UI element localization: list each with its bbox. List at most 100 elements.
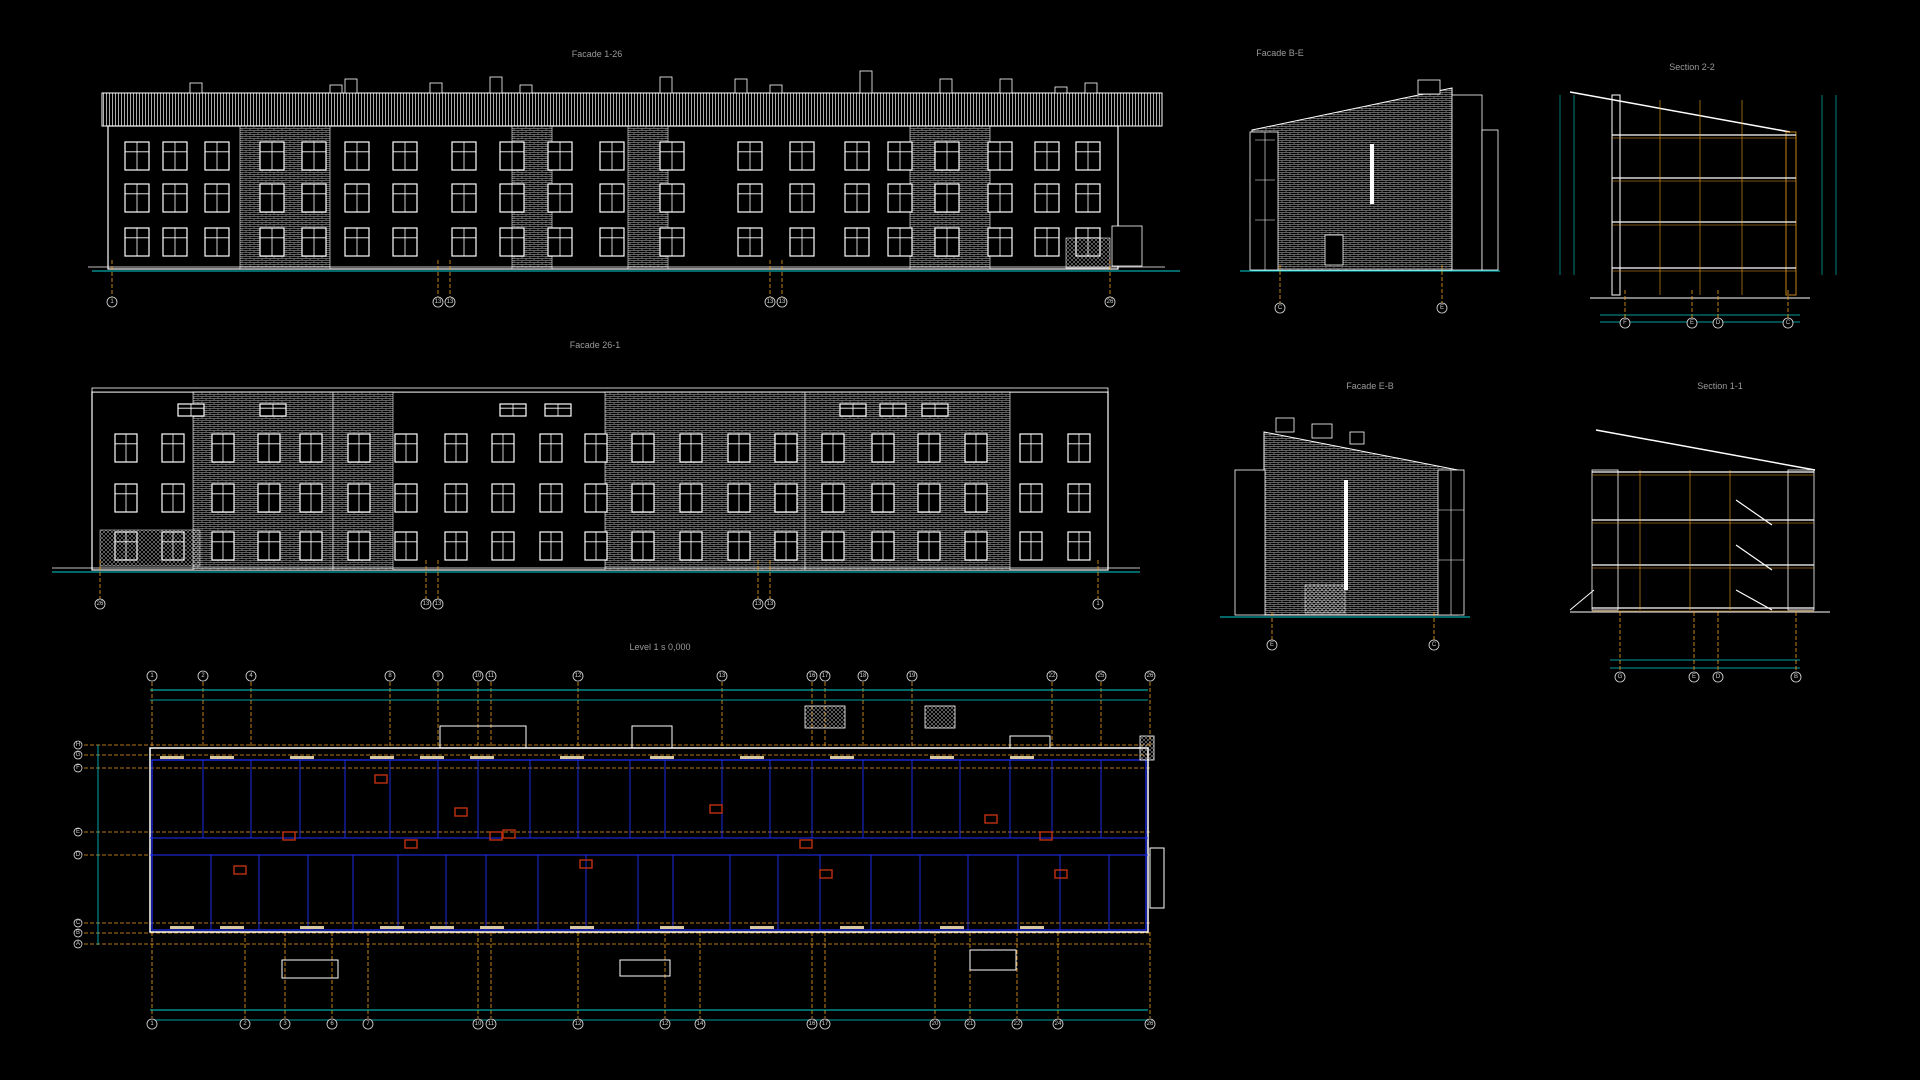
window [451,183,477,213]
window [299,483,323,513]
window [934,227,960,257]
window [584,531,608,561]
axis-label: 13 [755,601,762,607]
axis-label: 1 [150,673,154,679]
axis-marker: 22 [1011,1018,1023,1030]
axis-label: E [1692,674,1696,680]
window [451,227,477,257]
axis-marker: 13 [444,296,456,308]
plan-level-1-title: Level 1 s 0,000 [629,642,690,652]
axis-label: 26 [1147,673,1154,679]
axis-label: 13 [767,299,774,305]
axis-marker: B [73,928,83,938]
axis-label: B [1794,674,1798,680]
window [161,483,185,513]
window [584,433,608,463]
window [114,433,138,463]
window [1034,141,1060,171]
window [737,141,763,171]
window [821,433,845,463]
axis-label: 4 [249,673,253,679]
window [871,531,895,561]
window [599,183,625,213]
window [259,141,285,171]
axis-label: 17 [822,673,829,679]
axis-marker: 25 [1095,670,1107,682]
axis-marker: 13 [420,598,432,610]
axis-marker: 1 [1092,598,1104,610]
axis-marker: 24 [1052,1018,1064,1030]
window [987,183,1013,213]
window [1034,183,1060,213]
axis-marker: 20 [929,1018,941,1030]
axis-marker: 2 [197,670,209,682]
window [177,403,205,417]
window [659,227,685,257]
axis-marker: 3 [279,1018,291,1030]
axis-label: D [1716,320,1721,326]
axis-label: 13 [779,299,786,305]
window [599,141,625,171]
window [392,183,418,213]
window [774,433,798,463]
axis-label: 13 [767,601,774,607]
axis-marker: 22 [1046,670,1058,682]
window [162,183,188,213]
axis-label: 10 [475,1021,482,1027]
window [259,183,285,213]
window [789,227,815,257]
window [259,227,285,257]
window [1075,183,1101,213]
window [499,227,525,257]
axis-label: 13 [435,601,442,607]
axis-marker: A [73,939,83,949]
window [584,483,608,513]
axis-marker: 1 [146,1018,158,1030]
window [964,531,988,561]
axis-label: G [76,752,81,758]
axis-marker: 12 [572,670,584,682]
axis-marker: 7 [362,1018,374,1030]
axis-marker: 16 [806,1018,818,1030]
axis-label: 6 [330,1021,334,1027]
axis-label: 26 [1107,299,1114,305]
window [774,483,798,513]
window [964,433,988,463]
axis-label: C [76,920,81,926]
window [631,433,655,463]
axis-label: 13 [435,299,442,305]
axis-marker: 12 [572,1018,584,1030]
axis-marker: 26 [1144,670,1156,682]
window [547,183,573,213]
window [934,141,960,171]
window [631,531,655,561]
section-2-2-title: Section 2-2 [1669,62,1715,72]
window [774,531,798,561]
window [394,531,418,561]
window [257,531,281,561]
window [539,483,563,513]
axis-marker: 11 [485,670,497,682]
axis-marker: 9 [432,670,444,682]
axis-label: F [1623,320,1627,326]
axis-marker: 4 [245,670,257,682]
axis-label: 2 [201,673,205,679]
axis-label: D [76,852,81,858]
facade-26-1-title: Facade 26-1 [570,340,621,350]
axis-marker: 1 [106,296,118,308]
window [679,483,703,513]
window [451,141,477,171]
axis-marker: 14 [694,1018,706,1030]
facade-1-26 [88,70,1180,272]
window [491,433,515,463]
window [301,227,327,257]
axis-label: 22 [1049,673,1056,679]
axis-marker: 26 [94,598,106,610]
facade-1-26-title: Facade 1-26 [572,49,623,59]
axis-label: 7 [366,1021,370,1027]
window [844,141,870,171]
axis-label: E [1690,320,1694,326]
window [394,433,418,463]
axis-marker: D [1712,671,1724,683]
axis-label: 14 [697,1021,704,1027]
